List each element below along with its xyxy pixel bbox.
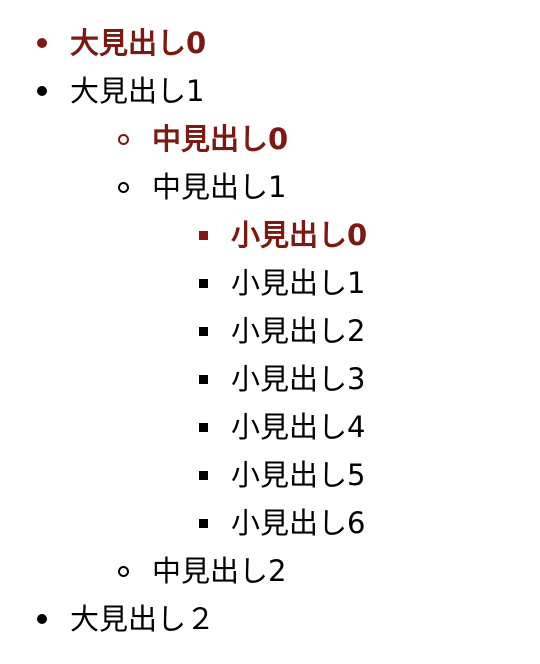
bullet-square-icon [199,279,208,288]
outline-item-medium-2[interactable]: 中見出し2 [118,547,287,595]
outline-item-small-1[interactable]: 小見出し1 [199,259,366,307]
outline-item-label: 小見出し3 [231,362,366,396]
outline-item-large-1[interactable]: 大見出し1 [37,67,205,115]
outline-item-label: 小見出し2 [231,314,366,348]
bullet-square-icon [199,327,208,336]
outline-item-label: 小見出し1 [231,266,366,300]
bullet-square-icon [199,519,208,528]
outline-item-small-0[interactable]: 小見出し0 [199,211,368,259]
outline-item-label: 小見出し0 [231,218,368,252]
outline-item-label: 大見出し0 [70,26,207,60]
outline-item-small-4[interactable]: 小見出し4 [199,403,366,451]
outline-item-large-0[interactable]: 大見出し0 [37,19,207,67]
outline-item-label: 大見出し1 [70,74,205,108]
outline-item-medium-1[interactable]: 中見出し1 [118,163,287,211]
outline-item-label: 小見出し6 [231,506,366,540]
outline-item-label: 中見出し2 [152,554,287,588]
outline-item-small-6[interactable]: 小見出し6 [199,499,366,547]
bullet-square-icon [199,375,208,384]
outline-item-medium-0[interactable]: 中見出し0 [118,115,289,163]
bullet-square-icon [199,231,208,240]
outline-item-label: 大見出し２ [70,602,216,636]
outline-item-small-2[interactable]: 小見出し2 [199,307,366,355]
outline-item-small-3[interactable]: 小見出し3 [199,355,366,403]
outline-item-label: 中見出し0 [152,122,289,156]
bullet-disc-icon [37,86,47,96]
bullet-disc-icon [37,614,47,624]
bullet-square-icon [199,423,208,432]
bullet-circle-icon [118,566,129,577]
bullet-disc-icon [37,38,47,48]
bullet-square-icon [199,471,208,480]
bullet-circle-icon [118,182,129,193]
outline-item-label: 小見出し5 [231,458,366,492]
outline-item-label: 小見出し4 [231,410,366,444]
outline-item-large-2[interactable]: 大見出し２ [37,595,216,643]
outline-item-small-5[interactable]: 小見出し5 [199,451,366,499]
outline-item-label: 中見出し1 [152,170,287,204]
bullet-circle-icon [118,134,129,145]
